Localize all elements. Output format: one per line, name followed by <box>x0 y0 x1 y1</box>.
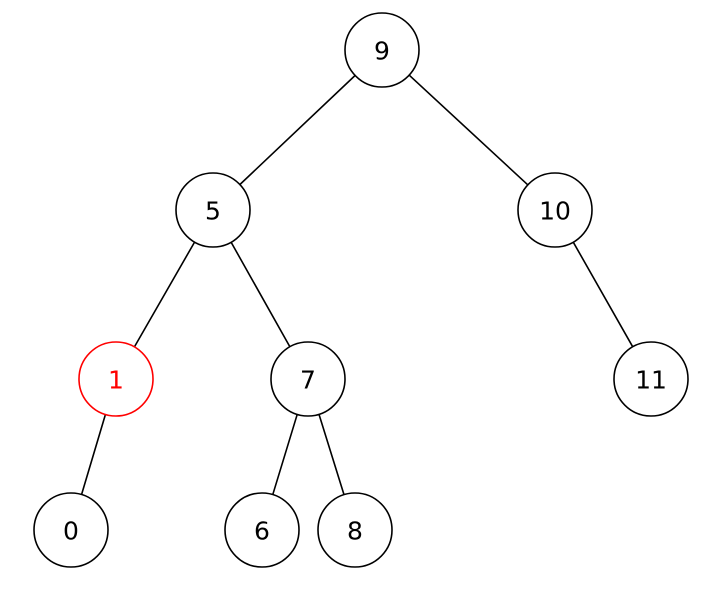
node-circle-1[interactable] <box>78 341 154 417</box>
node-circle-10[interactable] <box>517 172 593 248</box>
node-label-1: 1 <box>108 366 124 395</box>
node-circle-7[interactable] <box>270 341 346 417</box>
tree-node-5[interactable]: 5 <box>175 172 251 248</box>
tree-node-0[interactable]: 0 <box>33 492 109 568</box>
node-label-6: 6 <box>254 517 270 546</box>
tree-edge-n9-n5 <box>238 73 357 187</box>
tree-edge-n9-n10 <box>407 73 530 187</box>
node-circle-9[interactable] <box>344 12 420 88</box>
node-label-0: 0 <box>63 517 79 546</box>
node-circle-0[interactable] <box>33 492 109 568</box>
node-label-11: 11 <box>635 366 667 395</box>
tree-node-10[interactable]: 10 <box>517 172 593 248</box>
tree-node-6[interactable]: 6 <box>224 492 300 568</box>
nodes-layer: 9 5 10 1 7 11 0 6 8 <box>33 12 689 568</box>
tree-node-11[interactable]: 11 <box>613 341 689 417</box>
tree-edge-n10-n11 <box>571 240 635 349</box>
edges-layer <box>80 73 635 497</box>
tree-edge-n5-n1 <box>133 240 196 349</box>
node-label-9: 9 <box>374 37 390 66</box>
tree-edge-n1-n0 <box>80 412 107 497</box>
tree-edge-n7-n8 <box>317 412 346 497</box>
tree-node-8[interactable]: 8 <box>317 492 393 568</box>
node-label-10: 10 <box>539 197 571 226</box>
tree-node-9[interactable]: 9 <box>344 12 420 88</box>
node-circle-6[interactable] <box>224 492 300 568</box>
node-label-5: 5 <box>205 197 221 226</box>
node-circle-11[interactable] <box>613 341 689 417</box>
tree-node-7[interactable]: 7 <box>270 341 346 417</box>
tree-node-1[interactable]: 1 <box>78 341 154 417</box>
tree-edge-n7-n6 <box>271 412 299 497</box>
node-circle-5[interactable] <box>175 172 251 248</box>
node-label-8: 8 <box>347 517 363 546</box>
tree-edge-n5-n7 <box>229 240 292 349</box>
node-circle-8[interactable] <box>317 492 393 568</box>
node-label-7: 7 <box>300 366 316 395</box>
